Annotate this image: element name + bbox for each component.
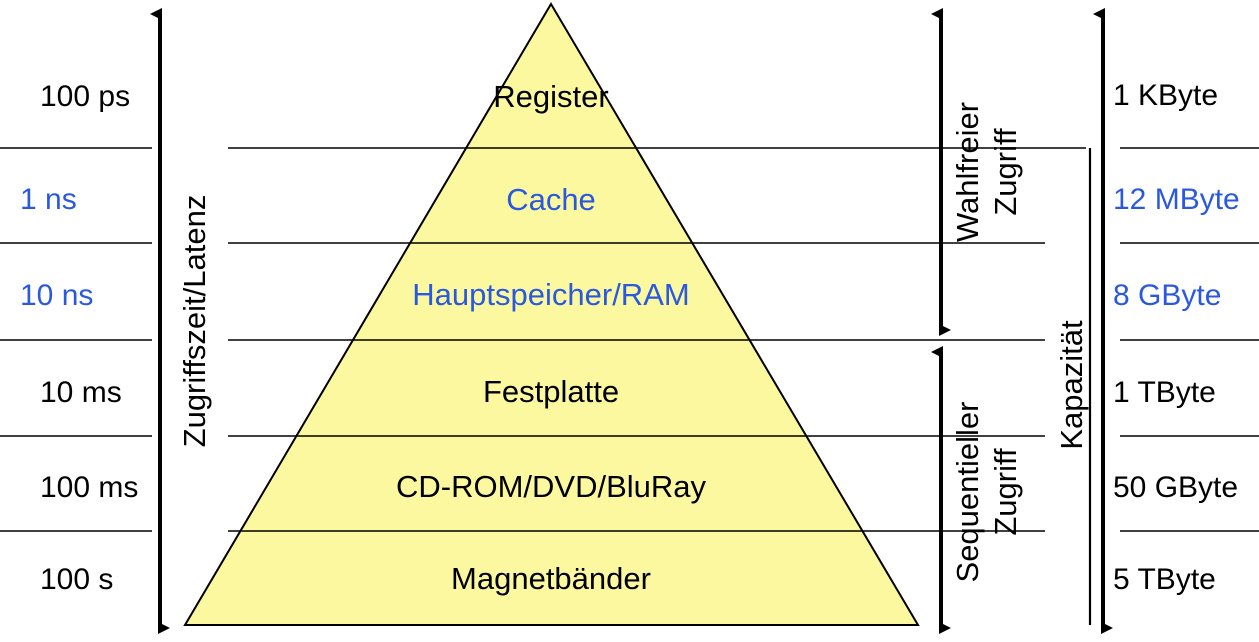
capacity-value-cache: 12 MByte [1113, 183, 1240, 216]
tier-name-magnetic-tape: Magnetbänder [451, 561, 651, 596]
latency-axis-label: Zugriffszeit/Latenz [177, 195, 212, 448]
latency-values: 100 ps 1 ns 10 ns 10 ms 100 ms 100 s [20, 80, 138, 596]
tier-name-hard-disk: Festplatte [483, 374, 619, 409]
tier-name-main-memory: Hauptspeicher/RAM [412, 277, 689, 312]
tier-names: Register Cache Hauptspeicher/RAM Festpla… [396, 79, 707, 596]
capacity-axis-label: Kapazität [1054, 320, 1089, 450]
latency-value-hard-disk: 10 ms [40, 376, 122, 409]
random-access-label-line1: Wahlfreier [950, 102, 985, 242]
tier-name-cache: Cache [506, 182, 596, 217]
capacity-value-main-memory: 8 GByte [1113, 279, 1221, 312]
latency-value-register: 100 ps [40, 80, 130, 113]
sequential-access-label-line2: Zugriff [988, 448, 1023, 536]
capacity-values: 1 KByte 12 MByte 8 GByte 1 TByte 50 GByt… [1113, 79, 1240, 596]
capacity-value-register: 1 KByte [1113, 79, 1218, 112]
capacity-value-magnetic-tape: 5 TByte [1113, 563, 1216, 596]
memory-pyramid [183, 2, 920, 626]
capacity-value-hard-disk: 1 TByte [1113, 376, 1216, 409]
pyramid-internal-dividers [240, 147, 862, 532]
tier-name-optical-disc: CD-ROM/DVD/BluRay [396, 469, 707, 504]
latency-value-optical-disc: 100 ms [40, 471, 138, 504]
capacity-value-optical-disc: 50 GByte [1113, 471, 1238, 504]
latency-value-magnetic-tape: 100 s [40, 563, 113, 596]
sequential-access-label-line1: Sequentieller [950, 402, 985, 583]
latency-value-cache: 1 ns [20, 183, 77, 216]
tier-name-register: Register [493, 79, 608, 114]
latency-value-main-memory: 10 ns [20, 279, 93, 312]
random-access-label-line2: Zugriff [988, 128, 1023, 216]
